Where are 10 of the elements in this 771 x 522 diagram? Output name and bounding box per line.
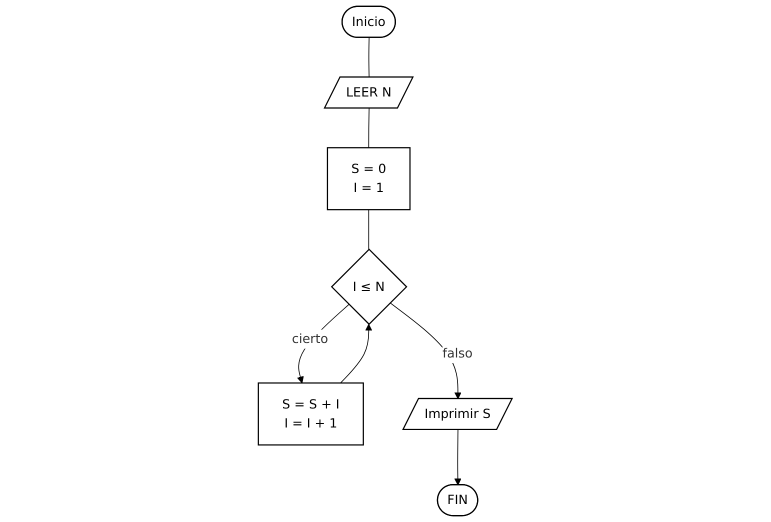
edge-label: falso bbox=[442, 346, 473, 361]
node-box: S = S + I I = I + 1 bbox=[258, 382, 364, 446]
connector bbox=[368, 37, 370, 78]
connector bbox=[368, 209, 370, 250]
edge-label: cierto bbox=[292, 331, 328, 346]
connector bbox=[368, 108, 370, 148]
node-diamond: I ≤ N bbox=[331, 248, 408, 326]
node-box: S = 0 I = 1 bbox=[327, 147, 411, 210]
arrow bbox=[340, 324, 372, 384]
arrow bbox=[454, 429, 462, 486]
